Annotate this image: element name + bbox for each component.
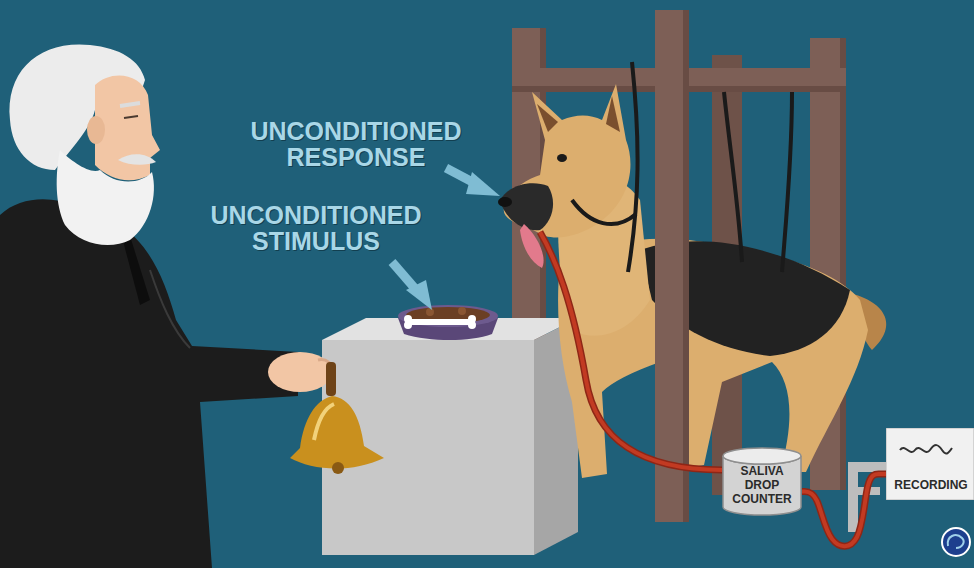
node-text: SALIVA DROP COUNTER — [725, 464, 799, 506]
tube — [802, 474, 886, 546]
arrow-head — [406, 280, 432, 310]
eyebrow — [120, 103, 140, 106]
frame-post-shade — [683, 10, 689, 522]
dog-collar — [572, 200, 636, 224]
callout-label: UNCONDITIONED STIMULUS — [196, 202, 436, 254]
dog-muzzle — [500, 183, 553, 230]
bell — [290, 362, 384, 474]
harness-strap — [724, 92, 742, 262]
bell-handle — [326, 362, 336, 396]
harness-strap — [628, 62, 638, 272]
logo-disc — [942, 528, 970, 556]
bell-clapper — [332, 462, 344, 474]
arrow-head — [466, 172, 500, 196]
dog — [498, 62, 886, 478]
cylinder-top — [723, 448, 801, 464]
food-bit — [426, 308, 434, 316]
logo-mark — [948, 535, 964, 548]
recording-trace — [900, 445, 952, 454]
food-bit — [458, 307, 466, 315]
dog-nose — [498, 197, 512, 207]
logo — [942, 528, 970, 556]
bone-end — [404, 321, 412, 329]
dog-eye — [557, 154, 567, 162]
harness-strap — [782, 92, 792, 272]
saliva-drop-counter: SALIVA DROP COUNTER — [722, 447, 802, 516]
dog-ear-inner — [537, 104, 558, 132]
ear — [87, 116, 105, 144]
dog-tongue — [520, 224, 544, 268]
frame-post-shade — [840, 38, 846, 490]
bowl-rim — [398, 305, 498, 327]
cylinder-body — [723, 456, 801, 515]
hand — [268, 352, 332, 392]
node-text: RECORDING — [892, 478, 970, 492]
paper — [886, 428, 974, 500]
dog-ear-inner — [606, 96, 620, 132]
eye — [124, 116, 138, 118]
food-bowl — [398, 305, 498, 340]
food — [406, 307, 490, 323]
saliva-tube — [540, 232, 722, 470]
bell-body — [290, 396, 384, 469]
bell-shine — [314, 404, 334, 440]
bone-end — [468, 321, 476, 329]
mustache — [118, 154, 156, 165]
frame-post — [655, 10, 689, 522]
tube-connector — [802, 474, 886, 546]
callout-label: UNCONDITIONED RESPONSE — [236, 118, 476, 170]
recording-box: RECORDING — [886, 428, 974, 500]
suit — [0, 199, 298, 568]
leader-arrow — [446, 168, 500, 196]
saliva-tube — [540, 232, 722, 470]
suit-fold — [150, 270, 190, 348]
box-top — [322, 318, 578, 340]
leader-arrow — [392, 262, 432, 310]
tube-outline — [802, 474, 886, 546]
bone — [410, 319, 470, 325]
